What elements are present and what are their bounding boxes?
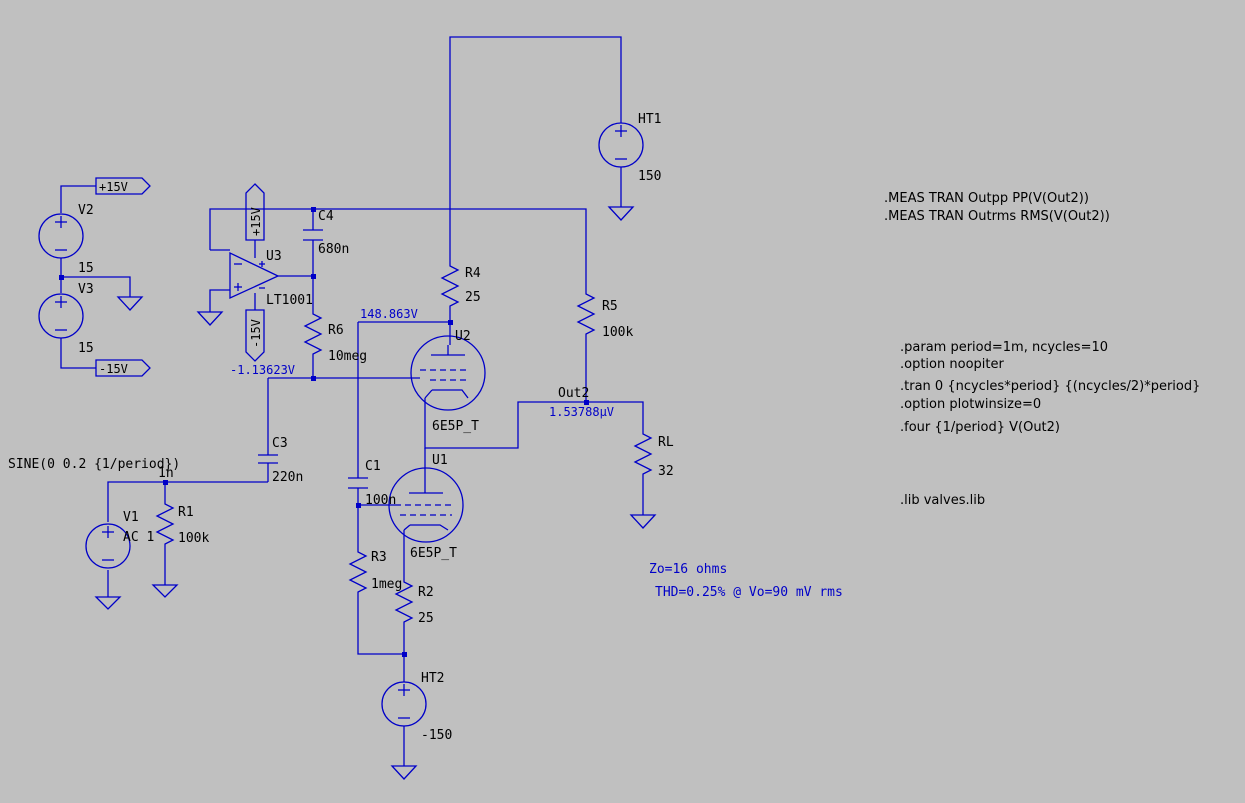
flag-pos15-opamp[interactable]: +15V <box>245 183 265 241</box>
resistor-r3[interactable] <box>348 548 368 598</box>
v1-source-spec: SINE(0 0.2 {1/period}) <box>8 457 180 472</box>
directive-lib: .lib valves.lib <box>900 493 985 508</box>
v2-name: V2 <box>78 203 94 218</box>
r1-value: 100k <box>178 531 209 546</box>
note-thd: THD=0.25% @ Vo=90 mV rms <box>655 585 843 600</box>
capacitor-c1[interactable] <box>348 477 368 489</box>
tube-u2[interactable] <box>410 335 486 411</box>
net-label-out2: Out2 <box>558 386 589 401</box>
svg-text:-15V: -15V <box>99 362 128 376</box>
r4-value: 25 <box>465 290 481 305</box>
c3-name: C3 <box>272 436 288 451</box>
op-voltage-inv: -1.13623V <box>230 363 295 377</box>
r6-value: 10meg <box>328 349 367 364</box>
c1-name: C1 <box>365 459 381 474</box>
wires <box>60 36 644 766</box>
tube-u1[interactable] <box>388 467 464 543</box>
flag-neg15-left[interactable]: -15V <box>95 359 151 377</box>
u2-name: U2 <box>455 329 471 344</box>
u3-name: U3 <box>266 249 282 264</box>
c3-extra-value: 1n <box>158 466 174 481</box>
v1-value: AC 1 <box>123 530 154 545</box>
c1-value: 100n <box>365 493 396 508</box>
ht2-name: HT2 <box>421 671 444 686</box>
r3-name: R3 <box>371 550 387 565</box>
comment-notes[interactable]: Zo=16 ohms THD=0.25% @ Vo=90 mV rms <box>649 562 843 600</box>
r2-value: 25 <box>418 611 434 626</box>
resistor-r6[interactable] <box>303 310 323 360</box>
svg-text:+15V: +15V <box>249 207 263 236</box>
c3-value: 220n <box>272 470 303 485</box>
ht2-value: -150 <box>421 728 452 743</box>
u3-value: LT1001 <box>266 293 313 308</box>
ht1-name: HT1 <box>638 112 661 127</box>
u1-value: 6E5P_T <box>410 546 457 561</box>
note-output-impedance: Zo=16 ohms <box>649 562 727 577</box>
ht2-source[interactable] <box>381 681 427 727</box>
capacitor-c4[interactable] <box>303 229 323 241</box>
directive-option-plotwinsize: .option plotwinsize=0 <box>900 397 1041 412</box>
v3-value: 15 <box>78 341 94 356</box>
component-labels: V2 15 V3 15 HT1 150 C4 680n U3 LT1001 R4… <box>8 112 674 743</box>
r1-name: R1 <box>178 505 194 520</box>
v1-name: V1 <box>123 510 139 525</box>
v2-source[interactable] <box>38 213 84 259</box>
u1-name: U1 <box>432 453 448 468</box>
resistor-rl[interactable] <box>633 430 653 480</box>
op-voltage-ht: 148.863V <box>360 307 418 321</box>
r5-value: 100k <box>602 325 633 340</box>
r5-name: R5 <box>602 299 618 314</box>
junction-dots <box>59 207 589 657</box>
v1-source[interactable] <box>85 523 131 569</box>
directive-param: .param period=1m, ncycles=10 <box>900 340 1108 355</box>
ground-symbols <box>94 206 657 780</box>
directive-meas1: .MEAS TRAN Outpp PP(V(Out2)) <box>884 191 1089 206</box>
resistor-r5[interactable] <box>576 290 596 340</box>
r3-value: 1meg <box>371 577 402 592</box>
r2-name: R2 <box>418 585 434 600</box>
c4-value: 680n <box>318 242 349 257</box>
capacitor-c3[interactable] <box>258 454 278 464</box>
v3-source[interactable] <box>38 293 84 339</box>
opamp-u3[interactable] <box>229 251 280 300</box>
directive-option-noopiter: .option noopiter <box>900 357 1004 372</box>
rl-value: 32 <box>658 464 674 479</box>
svg-text:-15V: -15V <box>249 319 263 348</box>
resistor-r2[interactable] <box>394 578 414 628</box>
spice-directives[interactable]: .MEAS TRAN Outpp PP(V(Out2)) .MEAS TRAN … <box>884 191 1200 508</box>
flag-pos15-left[interactable]: +15V <box>95 177 151 195</box>
c4-name: C4 <box>318 209 334 224</box>
flag-neg15-opamp[interactable]: -15V <box>245 309 265 362</box>
op-voltage-out2: 1.53788µV <box>549 405 614 419</box>
resistor-r1[interactable] <box>155 500 175 550</box>
svg-text:+15V: +15V <box>99 180 128 194</box>
directive-meas2: .MEAS TRAN Outrms RMS(V(Out2)) <box>884 209 1110 224</box>
ht1-value: 150 <box>638 169 661 184</box>
r6-name: R6 <box>328 323 344 338</box>
v2-value: 15 <box>78 261 94 276</box>
directive-four: .four {1/period} V(Out2) <box>900 420 1060 435</box>
v3-name: V3 <box>78 282 94 297</box>
op-voltage-labels: 148.863V -1.13623V 1.53788µV <box>230 307 614 419</box>
directive-tran: .tran 0 {ncycles*period} {(ncycles/2)*pe… <box>900 379 1200 394</box>
rl-name: RL <box>658 435 674 450</box>
u2-value: 6E5P_T <box>432 419 479 434</box>
ht1-source[interactable] <box>598 110 644 190</box>
resistor-r4[interactable] <box>440 262 460 310</box>
r4-name: R4 <box>465 266 481 281</box>
